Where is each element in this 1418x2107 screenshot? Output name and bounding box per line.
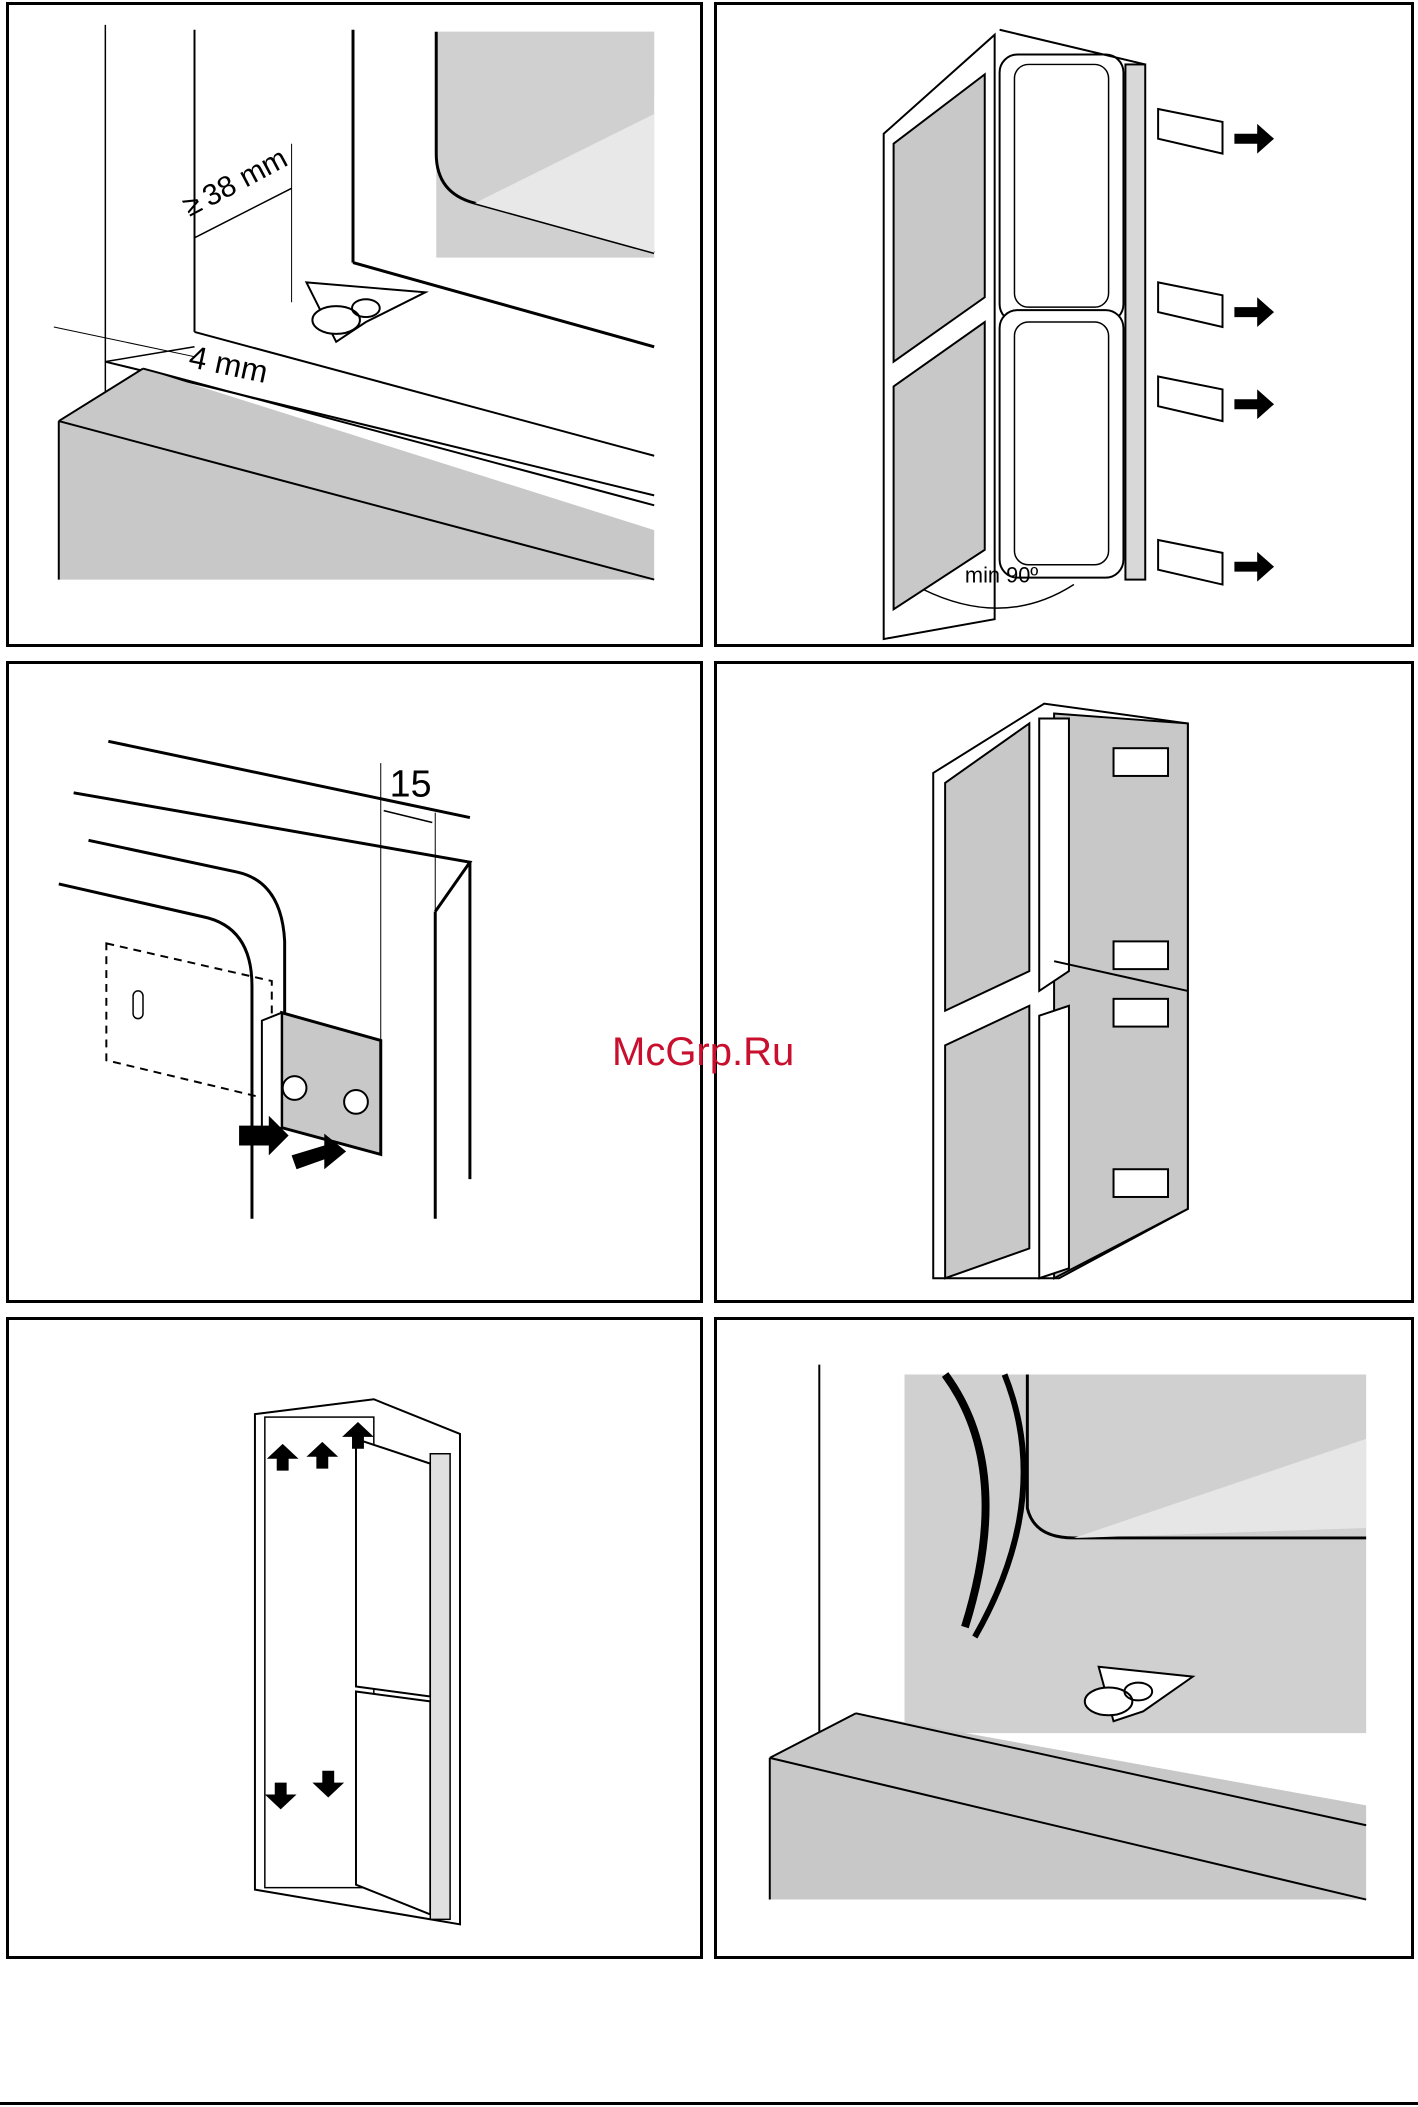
figure-panel-4 xyxy=(714,661,1414,1303)
bracket-2 xyxy=(1158,282,1274,327)
bracket-3 xyxy=(1158,377,1274,422)
angle-label: min 90º xyxy=(965,563,1038,588)
bracket-4 xyxy=(1158,540,1274,585)
bracket-1 xyxy=(1158,109,1274,154)
dim-38mm-label: 38 mm xyxy=(197,142,293,214)
illustration-hinge-gap: ≥ 38 mm 4 mm xyxy=(9,5,700,644)
illustration-seal-strip xyxy=(717,1320,1411,1956)
figure-panel-6 xyxy=(714,1317,1414,1959)
figure-panel-3: 15 xyxy=(6,661,703,1303)
illustration-cabinet-brackets: min 90º xyxy=(717,5,1411,644)
bottom-rule xyxy=(0,2102,1418,2105)
figure-panel-5 xyxy=(6,1317,703,1959)
dim-15-label: 15 xyxy=(390,763,432,805)
watermark-text: McGrp.Ru xyxy=(612,1030,794,1075)
figure-panel-2: min 90º xyxy=(714,2,1414,647)
illustration-narrow-cabinet xyxy=(9,1320,700,1956)
figure-panel-1: ≥ 38 mm 4 mm xyxy=(6,2,703,647)
dim-4mm-label: 4 mm xyxy=(186,338,271,390)
illustration-bracket-closeup: 15 xyxy=(9,664,700,1300)
illustration-door-panels xyxy=(717,664,1411,1300)
